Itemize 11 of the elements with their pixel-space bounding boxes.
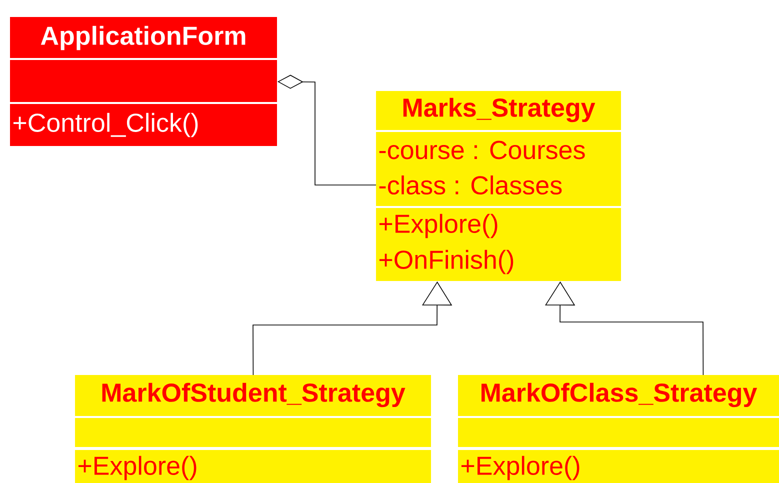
node-label: ApplicationForm: [40, 26, 246, 50]
node-label: MarkOfClass_Strategy: [482, 382, 758, 408]
node-label: +Explore(): [379, 214, 498, 238]
node-label: Marks_Strategy: [403, 98, 596, 122]
class-box: MarkOfStudent_Strategy +Explore(): [75, 375, 431, 483]
node-label: +Control_Click(): [13, 112, 198, 138]
class-box: MarkOfClass_Strategy +Explore(): [458, 375, 779, 483]
node-label: MarkOfStudent_Strategy: [102, 382, 406, 408]
class-box: Marks_Strategy -course : Courses -class : Classes +Explore() +OnFinish(): [376, 91, 621, 281]
node-label: +OnFinish(): [379, 250, 514, 274]
class-box: ApplicationForm +Control_Click(): [10, 17, 277, 146]
